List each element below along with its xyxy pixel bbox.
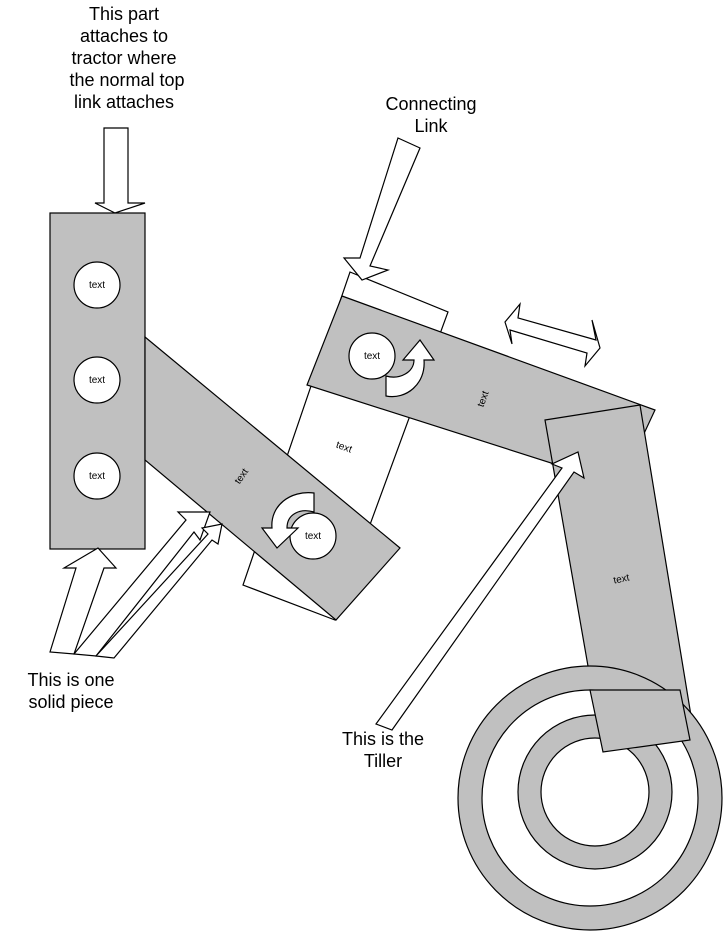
- tiller-arrow-icon: [375, 451, 585, 731]
- solid-piece-arrow-left-icon: [49, 547, 118, 655]
- double-arrow-icon: [504, 301, 601, 369]
- solid-piece-arrow-mid-icon: [72, 511, 211, 657]
- hole-text: text: [364, 351, 380, 362]
- plate-hole-bottom: text: [73, 452, 121, 500]
- connecting-link-line-2: Link: [414, 116, 448, 136]
- plate-hole-middle: text: [73, 356, 121, 404]
- rotate-arrow-icon: [260, 492, 315, 549]
- top-note-line-1: This part: [89, 4, 159, 24]
- tiller-line-1: This is the: [342, 729, 424, 749]
- plate-hole-top: text: [73, 261, 121, 309]
- solid-piece-line-2: solid piece: [28, 692, 113, 712]
- top-note-line-2: attaches to: [80, 26, 168, 46]
- hole-text: text: [89, 375, 105, 386]
- upper-right-bar-text: text: [476, 389, 492, 408]
- solid-piece-line-1: This is one: [27, 670, 114, 690]
- connecting-link-arrow-icon: [342, 137, 421, 281]
- arm-pivot: text: [289, 512, 337, 560]
- tiller-bar-overlap: [589, 689, 691, 753]
- top-note-line-3: tractor where: [71, 48, 176, 68]
- hole-text: text: [305, 531, 321, 542]
- solid-piece-arrow-right-icon: [94, 523, 223, 659]
- top-note-line-5: link attaches: [74, 92, 174, 112]
- solid-piece-arm: [144, 335, 401, 621]
- connecting-link-text: text: [334, 440, 353, 456]
- upper-pivot: text: [348, 332, 396, 380]
- hole-text: text: [89, 280, 105, 291]
- tiller-line-2: Tiller: [364, 751, 402, 771]
- tiller-bar-text: text: [612, 572, 630, 586]
- down-arrow-icon: [94, 127, 146, 214]
- hole-text: text: [89, 471, 105, 482]
- connecting-link-line-1: Connecting: [385, 94, 476, 114]
- top-note-line-4: the normal top: [69, 70, 184, 90]
- rotate-arrow-icon: [385, 339, 436, 398]
